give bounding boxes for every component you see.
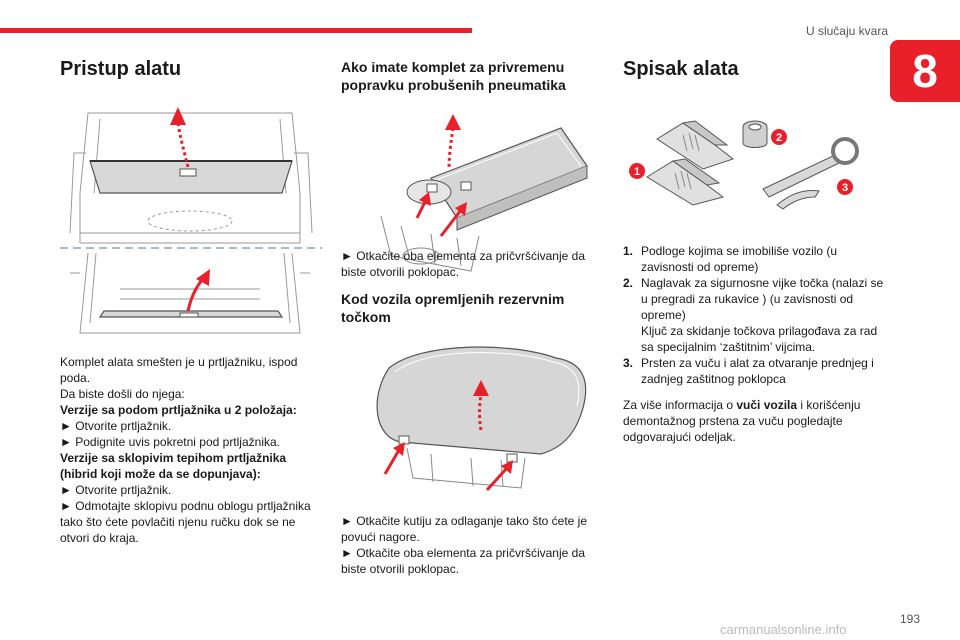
column-kit-spare: Ako imate komplet za privremenu popravku… [341, 58, 603, 576]
step-open-trunk-a: ► Otvorite prtljažnik. [60, 419, 172, 433]
repair-kit-cover-illustration [380, 114, 588, 272]
column-tool-access: Pristup alatu Komplet a [60, 58, 322, 546]
more-info-paragraph: Za više informacija o vuči vozila i kori… [623, 398, 861, 444]
tool-list-item: 3.Prsten za vuču i alat za otvaranje pre… [623, 356, 874, 386]
callout-3: 3 [842, 182, 848, 194]
tool-list: 1.Podloge kojima se imobiliše vozilo (u … [623, 243, 885, 387]
section-title-spare-wheel: Kod vozila opremljenih rezervnim točkom [341, 291, 565, 325]
repair-kit-step: ► Otkačite oba elementa za pričvršćivanj… [341, 249, 585, 279]
section-title-tool-list: Spisak alata [623, 58, 739, 80]
callout-2: 2 [776, 132, 782, 144]
trunk-floor-illustration [60, 107, 322, 334]
tool-list-item: 1.Podloge kojima se imobiliše vozilo (u … [623, 244, 838, 274]
section-title-tool-access: Pristup alatu [60, 58, 182, 80]
step-unroll-carpet: ► Odmotajte sklopivu podnu oblogu prtlja… [60, 499, 311, 545]
spare-wheel-step-1: ► Otkačite kutiju za odlaganje tako što … [341, 514, 588, 544]
top-accent-bar [0, 28, 472, 33]
watermark: carmanualsonline.info [720, 622, 847, 637]
intro-text-1: Komplet alata smešten je u prtljažniku, … [60, 355, 298, 385]
tool-set-illustration: 1 2 3 [629, 120, 859, 210]
heading-two-position-floor: Verzije sa podom prtljažnika u 2 položaj… [60, 403, 297, 417]
spare-wheel-cover-illustration [376, 346, 587, 492]
step-open-trunk-b: ► Otvorite prtljažnik. [60, 483, 172, 497]
section-title-repair-kit: Ako imate komplet za privremenu popravku… [341, 59, 566, 93]
callout-1: 1 [634, 166, 640, 178]
more-info-link-term: vuči vozila [736, 398, 798, 412]
column-tool-list: Spisak alata 1 2 3 [623, 58, 885, 445]
tool-list-item: Ključ za skidanje točkova prilagođava za… [641, 324, 878, 354]
heading-foldable-carpet: Verzije sa sklopivim tepihom prtljažnika… [60, 451, 287, 481]
tool-list-item: 2.Naglavak za sigurnosne vijke točka (na… [623, 276, 884, 322]
spare-wheel-step-2: ► Otkačite oba elementa za pričvršćivanj… [341, 546, 585, 576]
step-lift-floor: ► Podignite uvis pokretni pod prtljažnik… [60, 435, 280, 449]
intro-text-2: Da biste došli do njega: [60, 387, 185, 401]
chapter-title: U slučaju kvara [805, 24, 888, 38]
chapter-number-badge: 8 [890, 40, 960, 102]
page-number: 193 [899, 612, 920, 626]
